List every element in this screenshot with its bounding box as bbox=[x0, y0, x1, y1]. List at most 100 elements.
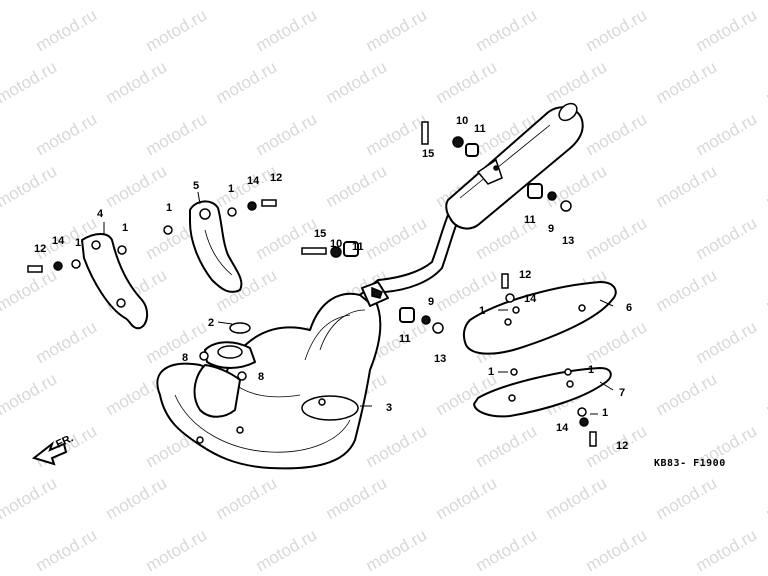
callout-9-b: 9 bbox=[548, 223, 554, 235]
watermark-text: motod.ru bbox=[473, 525, 541, 575]
watermark-text: motod.ru bbox=[143, 5, 211, 55]
watermark-text: motod.ru bbox=[143, 525, 211, 575]
callout-14-a: 14 bbox=[52, 235, 65, 247]
watermark-text: motod.ru bbox=[103, 57, 171, 107]
callout-5: 5 bbox=[193, 180, 199, 192]
watermark-text: motod.ru bbox=[583, 213, 651, 263]
callout-10-a: 10 bbox=[456, 115, 468, 127]
callout-4: 4 bbox=[97, 208, 104, 220]
watermark-text: motod.ru bbox=[543, 0, 611, 3]
watermark-text: motod.ru bbox=[253, 5, 321, 55]
watermark-text: motod.ru bbox=[323, 473, 391, 523]
watermark-text: motod.ru bbox=[653, 0, 721, 3]
watermark-text: motod.ru bbox=[323, 57, 391, 107]
callout-1-d: 1 bbox=[228, 183, 234, 195]
watermark-text: motod.ru bbox=[763, 0, 768, 3]
watermark-text: motod.ru bbox=[433, 473, 501, 523]
callout-12-c: 12 bbox=[519, 269, 531, 281]
callout-13-b: 13 bbox=[562, 235, 574, 247]
watermark-text: motod.ru bbox=[33, 317, 101, 367]
leader-lines bbox=[103, 191, 614, 415]
watermark-text: motod.ru bbox=[473, 5, 541, 55]
callout-10-b: 10 bbox=[330, 238, 342, 250]
watermark-text: motod.ru bbox=[33, 109, 101, 159]
callout-11-d: 11 bbox=[524, 214, 536, 226]
watermark-text: motod.ru bbox=[583, 525, 651, 575]
heat-protector-7 bbox=[473, 367, 612, 418]
watermark-text: motod.ru bbox=[363, 421, 431, 471]
callout-15-a: 15 bbox=[422, 148, 434, 160]
watermark-text: motod.ru bbox=[143, 109, 211, 159]
watermark-text: motod.ru bbox=[103, 473, 171, 523]
callout-14-d: 14 bbox=[556, 422, 569, 434]
watermark-text: motod.ru bbox=[0, 473, 60, 523]
callout-14-c: 14 bbox=[524, 293, 537, 305]
watermark-text: motod.ru bbox=[763, 473, 768, 523]
watermark-text: motod.ru bbox=[363, 5, 431, 55]
callout-8-b: 8 bbox=[258, 371, 264, 383]
watermark-text: motod.ru bbox=[583, 317, 651, 367]
fasteners bbox=[27, 121, 597, 447]
callout-1-c: 1 bbox=[166, 202, 172, 214]
callout-12-d: 12 bbox=[616, 440, 628, 452]
watermark-text: motod.ru bbox=[433, 0, 501, 3]
callout-1-f: 1 bbox=[488, 366, 494, 378]
watermark-text: motod.ru bbox=[0, 369, 60, 419]
watermark-text: motod.ru bbox=[693, 525, 761, 575]
watermark-text: motod.ru bbox=[693, 317, 761, 367]
callout-11-a: 11 bbox=[474, 123, 486, 135]
watermark-text: motod.ru bbox=[653, 473, 721, 523]
watermark-text: motod.ru bbox=[323, 161, 391, 211]
callout-11-b: 11 bbox=[352, 241, 364, 253]
callout-12-a: 12 bbox=[34, 243, 46, 255]
callout-1-e: 1 bbox=[479, 305, 485, 317]
callout-8-a: 8 bbox=[182, 352, 188, 364]
watermark-text: motod.ru bbox=[763, 57, 768, 107]
watermark-text: motod.ru bbox=[323, 0, 391, 3]
arrow-forward-icon bbox=[31, 441, 68, 466]
callout-12-b: 12 bbox=[270, 172, 282, 184]
callout-3: 3 bbox=[386, 402, 392, 414]
watermark-text: motod.ru bbox=[363, 213, 431, 263]
callout-6: 6 bbox=[626, 302, 632, 314]
callout-2: 2 bbox=[208, 317, 214, 329]
watermark-text: motod.ru bbox=[0, 265, 60, 315]
watermark-text: motod.ru bbox=[653, 161, 721, 211]
watermark-text: motod.ru bbox=[253, 525, 321, 575]
watermark-text: motod.ru bbox=[33, 5, 101, 55]
callout-14-b: 14 bbox=[247, 175, 260, 187]
heat-protector-5 bbox=[189, 200, 243, 293]
callout-7: 7 bbox=[619, 387, 625, 399]
watermark-text: motod.ru bbox=[583, 109, 651, 159]
watermark-text: motod.ru bbox=[543, 161, 611, 211]
watermark-text: motod.ru bbox=[103, 0, 171, 3]
watermark-text: motod.ru bbox=[543, 473, 611, 523]
watermark-text: motod.ru bbox=[33, 525, 101, 575]
watermark-text: motod.ru bbox=[763, 369, 768, 419]
watermark-text: motod.ru bbox=[213, 0, 281, 3]
watermark-text: motod.ru bbox=[583, 5, 651, 55]
watermark-text: motod.ru bbox=[363, 525, 431, 575]
watermark-text: motod.ru bbox=[0, 57, 60, 107]
watermark-text: motod.ru bbox=[653, 369, 721, 419]
watermark-text: motod.ru bbox=[693, 109, 761, 159]
silencer-part bbox=[445, 102, 584, 230]
watermark-text: motod.ru bbox=[433, 57, 501, 107]
callout-11-c: 11 bbox=[399, 333, 411, 345]
callout-1-b: 1 bbox=[75, 237, 81, 249]
callout-labels: 1 1 1 1 1 1 1 1 2 3 4 5 6 7 8 8 9 9 10 1… bbox=[34, 115, 632, 452]
watermark-text: motod.ru bbox=[253, 213, 321, 263]
heat-protector-4 bbox=[81, 233, 148, 330]
watermark-text: motod.ru bbox=[653, 57, 721, 107]
watermark-text: motod.ru bbox=[103, 161, 171, 211]
watermark-text: motod.ru bbox=[763, 161, 768, 211]
watermark-text: motod.ru bbox=[693, 213, 761, 263]
watermark-text: motod.ru bbox=[543, 57, 611, 107]
callout-9-a: 9 bbox=[428, 296, 434, 308]
callout-1-g: 1 bbox=[588, 364, 594, 376]
watermark-text: motod.ru bbox=[213, 57, 281, 107]
callout-15-b: 15 bbox=[314, 228, 326, 240]
watermark-text: motod.ru bbox=[473, 421, 541, 471]
callout-13-a: 13 bbox=[434, 353, 446, 365]
